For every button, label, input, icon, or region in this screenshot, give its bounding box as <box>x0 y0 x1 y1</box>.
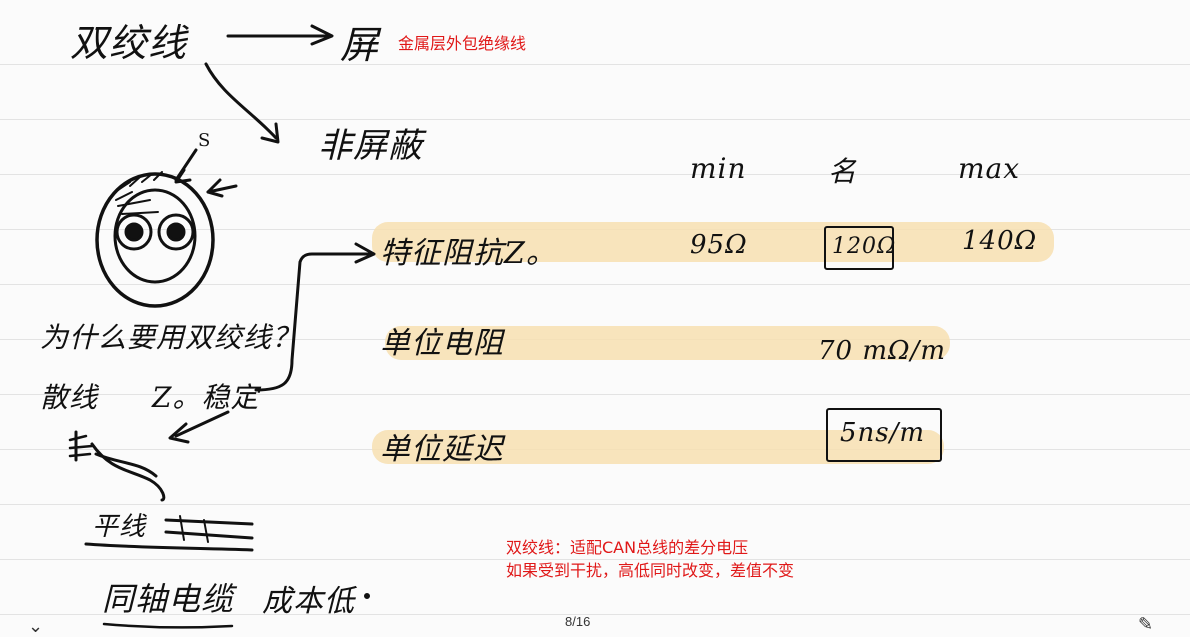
can-note-line1: 双绞线：适配CAN总线的差分电压 <box>506 538 749 557</box>
cable-outer <box>95 172 215 308</box>
label-s: S <box>198 130 212 151</box>
chevron-down-icon[interactable]: ⌄ <box>28 616 44 637</box>
impedance-max: 140Ω <box>962 226 1038 256</box>
delay-value: 5ns/m <box>840 418 926 448</box>
header-min: min <box>690 152 747 185</box>
label-coax: 同轴电缆 <box>102 580 235 618</box>
highlight-resistance <box>385 326 950 360</box>
pen-icon[interactable]: ✎ <box>1138 614 1154 635</box>
impedance-nominal: 120Ω <box>832 234 897 259</box>
label-flat-wire: 平线 <box>92 512 147 542</box>
highlight-impedance <box>372 222 1054 262</box>
arrow-to-unshielded <box>204 62 278 140</box>
impedance-min: 95Ω <box>690 230 748 260</box>
impedance-nominal-box <box>824 226 894 270</box>
header-max: max <box>958 152 1021 185</box>
header-nominal: 名 <box>828 155 858 188</box>
title-twisted-pair: 双绞线 <box>70 21 188 65</box>
label-coax-cost: 成本低 <box>262 584 355 619</box>
resistance-value: 70 mΩ/m <box>818 336 946 366</box>
row-impedance-label: 特征阻抗Z。 <box>380 236 557 271</box>
arrow-to-impedance <box>254 252 372 392</box>
page-indicator: 8/16 <box>565 614 591 629</box>
label-unshielded: 非屏蔽 <box>318 126 423 166</box>
question-why-twisted: 为什么要用双绞线？ <box>40 321 302 354</box>
highlight-delay <box>372 430 944 464</box>
row-resistance-label: 单位电阻 <box>380 326 504 361</box>
answer-z0-stable: Z。稳定 <box>152 381 260 414</box>
label-shielded: 屏 <box>340 23 380 67</box>
shield-note: 金属层外包绝缘线 <box>398 34 527 53</box>
answer-loose-wire: 散线 <box>40 381 99 414</box>
can-note-line2: 如果受到干扰，高低同时改变，差值不变 <box>506 561 795 580</box>
delay-value-box <box>826 408 942 462</box>
row-delay-label: 单位延迟 <box>380 432 504 467</box>
